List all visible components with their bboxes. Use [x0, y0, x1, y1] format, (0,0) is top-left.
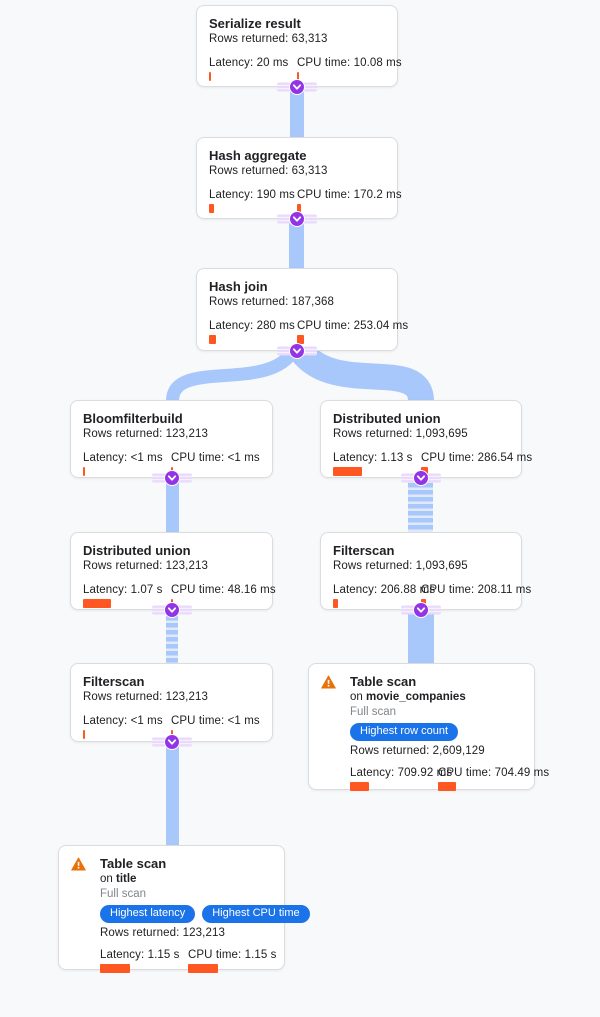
cpu-time-bar — [188, 964, 218, 973]
node-latency: Latency: 280 ms — [209, 320, 295, 332]
node-rows-returned: Rows returned: 1,093,695 — [333, 560, 468, 572]
node-cpu-time: CPU time: <1 ms — [171, 715, 260, 727]
node-rows-returned: Rows returned: 63,313 — [209, 33, 328, 45]
node-rows-returned: Rows returned: 2,609,129 — [350, 745, 485, 757]
node-title: Distributed union — [83, 543, 191, 558]
edge-distributedunion-filterscan-left-striped — [166, 610, 178, 664]
edge-bloomfilterbuild-distributedunion — [166, 478, 179, 533]
node-title: Serialize result — [209, 16, 301, 31]
badge-highest-latency[interactable]: Highest latency — [100, 905, 196, 923]
latency-bar — [350, 782, 369, 791]
collapse-distributed-union-left-button[interactable] — [151, 601, 193, 619]
edge-serialize-hashaggregate — [290, 87, 304, 138]
node-latency: Latency: 20 ms — [209, 57, 289, 69]
latency-bar — [209, 204, 214, 213]
node-rows-returned: Rows returned: 123,213 — [83, 428, 208, 440]
node-cpu-time: CPU time: 170.2 ms — [297, 189, 402, 201]
node-rows-returned: Rows returned: 123,213 — [83, 691, 208, 703]
node-cpu-time: CPU time: 253.04 ms — [297, 320, 409, 332]
node-latency: Latency: <1 ms — [83, 715, 163, 727]
node-cpu-time: CPU time: 208.11 ms — [421, 584, 532, 596]
edge-hashjoin-distributedunion — [291, 343, 434, 403]
node-title: Filterscan — [83, 674, 145, 689]
node-rows-returned: Rows returned: 1,093,695 — [333, 428, 468, 440]
cpu-time-bar — [297, 72, 299, 81]
collapse-hash-join-button[interactable] — [276, 342, 318, 360]
collapse-distributed-union-right-button[interactable] — [400, 469, 442, 487]
node-rows-returned: Rows returned: 123,213 — [83, 560, 208, 572]
node-table-name: on movie_companies — [350, 691, 466, 703]
latency-bar — [333, 467, 362, 476]
node-title: Distributed union — [333, 411, 441, 426]
edge-distributedunion-filterscan-right-striped — [408, 478, 433, 533]
plan-node-hash-join[interactable]: Hash join Rows returned: 187,368 Latency… — [196, 268, 408, 351]
node-title: Bloomfilterbuild — [83, 411, 183, 426]
node-latency: Latency: 190 ms — [209, 189, 295, 201]
collapse-filterscan-left-button[interactable] — [151, 733, 193, 751]
node-scan-type: Full scan — [350, 706, 397, 718]
plan-node-filterscan-left[interactable]: Filterscan Rows returned: 123,213 Latenc… — [70, 663, 273, 742]
collapse-serialize-result-button[interactable] — [276, 78, 318, 96]
node-rows-returned: Rows returned: 63,313 — [209, 165, 328, 177]
node-latency: Latency: <1 ms — [83, 452, 163, 464]
node-cpu-time: CPU time: <1 ms — [171, 452, 260, 464]
latency-bar — [100, 964, 130, 973]
warning-icon — [321, 675, 336, 689]
collapse-filterscan-right-button[interactable] — [400, 601, 442, 619]
node-latency: Latency: 1.15 s — [100, 949, 180, 961]
latency-bar — [83, 599, 111, 608]
latency-bar — [83, 467, 85, 476]
node-table-name: on title — [100, 873, 137, 885]
edge-filterscan-tablescan-right — [408, 610, 434, 664]
plan-node-serialize-result[interactable]: Serialize result Rows returned: 63,313 L… — [196, 5, 402, 87]
node-title: Table scan — [100, 856, 167, 871]
node-latency: Latency: 1.13 s — [333, 452, 413, 464]
node-title: Hash aggregate — [209, 148, 307, 163]
badge-highest-cpu-time[interactable]: Highest CPU time — [202, 905, 310, 923]
node-title: Filterscan — [333, 543, 395, 558]
node-cpu-time: CPU time: 10.08 ms — [297, 57, 402, 69]
node-latency: Latency: 709.92 ms — [350, 767, 453, 779]
cpu-time-bar — [297, 335, 304, 344]
node-cpu-time: CPU time: 286.54 ms — [421, 452, 533, 464]
plan-node-table-scan-title[interactable]: Table scan on title Full scan Highest la… — [58, 845, 310, 973]
latency-bar — [83, 730, 85, 739]
cpu-time-bar — [297, 204, 301, 213]
edge-hashaggregate-hashjoin — [289, 219, 304, 269]
cpu-time-bar — [438, 782, 456, 791]
plan-node-table-scan-movie-companies[interactable]: Table scan on movie_companies Full scan … — [308, 663, 549, 791]
node-cpu-time: CPU time: 48.16 ms — [171, 584, 276, 596]
latency-bar — [209, 72, 211, 81]
node-cpu-time: CPU time: 1.15 s — [188, 949, 277, 961]
node-latency: Latency: 206.88 ms — [333, 584, 436, 596]
collapse-hash-aggregate-button[interactable] — [276, 210, 318, 228]
collapse-bloomfilterbuild-button[interactable] — [151, 469, 193, 487]
node-rows-returned: Rows returned: 187,368 — [209, 296, 334, 308]
badge-highest-row-count[interactable]: Highest row count — [350, 723, 459, 741]
node-latency: Latency: 1.07 s — [83, 584, 163, 596]
latency-bar — [209, 335, 216, 344]
warning-icon — [71, 857, 86, 871]
node-title: Hash join — [209, 279, 268, 294]
node-scan-type: Full scan — [100, 888, 147, 900]
node-cpu-time: CPU time: 704.49 ms — [438, 767, 550, 779]
latency-bar — [333, 599, 338, 608]
plan-node-bloomfilterbuild[interactable]: Bloomfilterbuild Rows returned: 123,213 … — [70, 400, 273, 478]
node-title: Table scan — [350, 674, 417, 689]
edge-hashjoin-bloomfilterbuild — [166, 347, 299, 402]
edge-filterscan-tablescan-left — [166, 742, 179, 846]
node-rows-returned: Rows returned: 123,213 — [100, 927, 225, 939]
plan-node-filterscan-right[interactable]: Filterscan Rows returned: 1,093,695 Late… — [320, 532, 531, 610]
plan-node-distributed-union-left[interactable]: Distributed union Rows returned: 123,213… — [70, 532, 276, 610]
plan-node-hash-aggregate[interactable]: Hash aggregate Rows returned: 63,313 Lat… — [196, 137, 402, 219]
